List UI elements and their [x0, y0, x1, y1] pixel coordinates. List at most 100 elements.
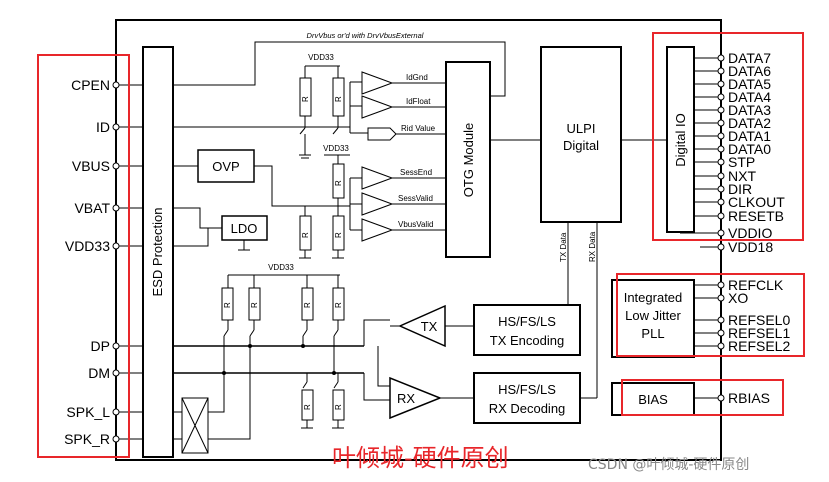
esd-block — [142, 46, 174, 458]
pin-label: DATA1 — [728, 128, 771, 144]
pll-label-1: Integrated — [624, 290, 683, 305]
otg-module — [445, 61, 491, 258]
sessvalid-label: SessValid — [398, 194, 433, 203]
pin-label: DATA4 — [728, 89, 771, 105]
pin-vbat: VBAT — [74, 200, 143, 216]
pin-label: VBAT — [74, 200, 110, 216]
resistor-rvb-label: R — [301, 232, 310, 238]
left-pin-group: CPEN ID VBUS VBAT VDD33 DP DM SPK_L SPK_… — [64, 77, 143, 447]
resistor-rpd1-label: R — [303, 404, 312, 410]
resistor-rcd2-label: R — [250, 302, 259, 308]
digital-io-highlight — [652, 32, 804, 241]
vbusvalid-comparator — [361, 218, 394, 242]
pin-label: DATA5 — [728, 76, 771, 92]
tx-encoding-label-1: HS/FS/LS — [498, 314, 556, 329]
vdd33-label-b: VDD33 — [323, 144, 349, 153]
pin-label: REFSEL1 — [728, 325, 790, 341]
rx-label: RX — [397, 391, 415, 406]
pll-block — [611, 279, 695, 358]
pin-label: DIR — [728, 181, 752, 197]
rx-receiver — [389, 376, 443, 420]
pll-label-3: PLL — [641, 326, 664, 341]
pin-label: DM — [88, 365, 110, 381]
pin-vdd33: VDD33 — [65, 238, 143, 254]
vdd33-label-c: VDD33 — [268, 263, 294, 272]
resistor-rgw-label: R — [301, 96, 310, 102]
pin-label: DATA0 — [728, 141, 771, 157]
resistor-rpu1-label: R — [303, 302, 312, 308]
pin-label: STP — [728, 154, 755, 170]
pin-spk-r: SPK_R — [64, 431, 143, 447]
rid-value-label: Rid Value — [401, 124, 436, 133]
sessend-comparator — [361, 166, 394, 190]
bias-highlight — [621, 379, 784, 416]
pin-label: SPK_L — [66, 404, 110, 420]
tx-encoding-label-2: TX Encoding — [490, 333, 564, 348]
pin-label: SPK_R — [64, 431, 110, 447]
pin-label: DATA2 — [728, 115, 771, 131]
ovp-block — [197, 149, 255, 183]
rx-decoding-label-1: HS/FS/LS — [498, 382, 556, 397]
pin-label: CPEN — [71, 77, 110, 93]
pin-dm: DM — [88, 365, 143, 381]
right-digital-pins: DATA7 DATA6 DATA5 DATA4 DATA3 DATA2 DATA… — [679, 50, 785, 241]
resistor-rid-label: R — [334, 96, 343, 102]
digital-io-label: Digital IO — [673, 113, 688, 166]
pin-label: XO — [728, 290, 748, 306]
pin-label: NXT — [728, 168, 756, 184]
otg-label: OTG Module — [461, 123, 476, 197]
resistor-rvpu-label: R — [334, 180, 343, 186]
pin-dp: DP — [91, 338, 143, 354]
pin-label: RESETB — [728, 208, 784, 224]
pll-highlight — [616, 273, 805, 357]
idfloat-comparator — [361, 95, 394, 119]
sessvalid-comparator — [361, 192, 394, 216]
rx-decoding-label-2: RX Decoding — [489, 401, 566, 416]
pin-id: ID — [96, 119, 143, 135]
pin-label: VBUS — [72, 158, 110, 174]
rid-value-block — [367, 127, 397, 141]
drvvbus-wire — [173, 41, 506, 97]
pin-vbus: VBUS — [72, 158, 143, 174]
pin-label: DATA6 — [728, 63, 771, 79]
bias-label: BIAS — [638, 392, 668, 407]
tx-data-label: TX Data — [559, 232, 568, 262]
ulpi-label-1: ULPI — [567, 121, 596, 136]
ulpi-digital-block — [540, 46, 622, 223]
pin-vdd18-label: VDD18 — [728, 239, 773, 255]
pin-rbias-label: RBIAS — [728, 390, 770, 406]
pin-label: DATA7 — [728, 50, 771, 66]
left-pins-highlight — [37, 54, 130, 458]
resistor-rvpd-label: R — [334, 232, 343, 238]
pin-label: REFSEL0 — [728, 312, 790, 328]
pll-label-2: Low Jitter — [625, 308, 681, 323]
resistor-rpu2-label: R — [334, 302, 343, 308]
ovp-label: OVP — [212, 159, 239, 174]
idgnd-comparator — [361, 71, 394, 95]
pin-label: REFSEL2 — [728, 338, 790, 354]
pin-label: DP — [91, 338, 110, 354]
watermark-red: 叶倾城-硬件原创 — [332, 444, 509, 472]
pin-label: CLKOUT — [728, 194, 785, 210]
rx-decoding-block — [473, 372, 581, 424]
pin-spk-l: SPK_L — [66, 404, 143, 420]
ulpi-label-2: Digital — [563, 138, 599, 153]
idgnd-label: IdGnd — [406, 73, 428, 82]
idfloat-label: IdFloat — [406, 97, 431, 106]
resistor-rcd1-label: R — [223, 302, 232, 308]
pin-label: VDDIO — [728, 225, 772, 241]
vbusvalid-label: VbusValid — [398, 220, 433, 229]
vdd33-label-a: VDD33 — [308, 53, 334, 62]
bias-block — [611, 382, 695, 416]
pll-pins: REFCLK XO REFSEL0 REFSEL1 REFSEL2 — [694, 277, 790, 354]
drvvbus-label: DrvVbus or'd with DrvVbusExternal — [307, 31, 424, 40]
rx-data-label: RX Data — [588, 231, 597, 262]
sessend-label: SessEnd — [400, 168, 432, 177]
tx-label: TX — [421, 319, 438, 334]
resistor-rpd2-label: R — [334, 404, 343, 410]
esd-label: ESD Protection — [150, 208, 165, 297]
pin-cpen: CPEN — [71, 77, 143, 93]
ldo-label: LDO — [231, 221, 258, 236]
pin-label: ID — [96, 119, 110, 135]
